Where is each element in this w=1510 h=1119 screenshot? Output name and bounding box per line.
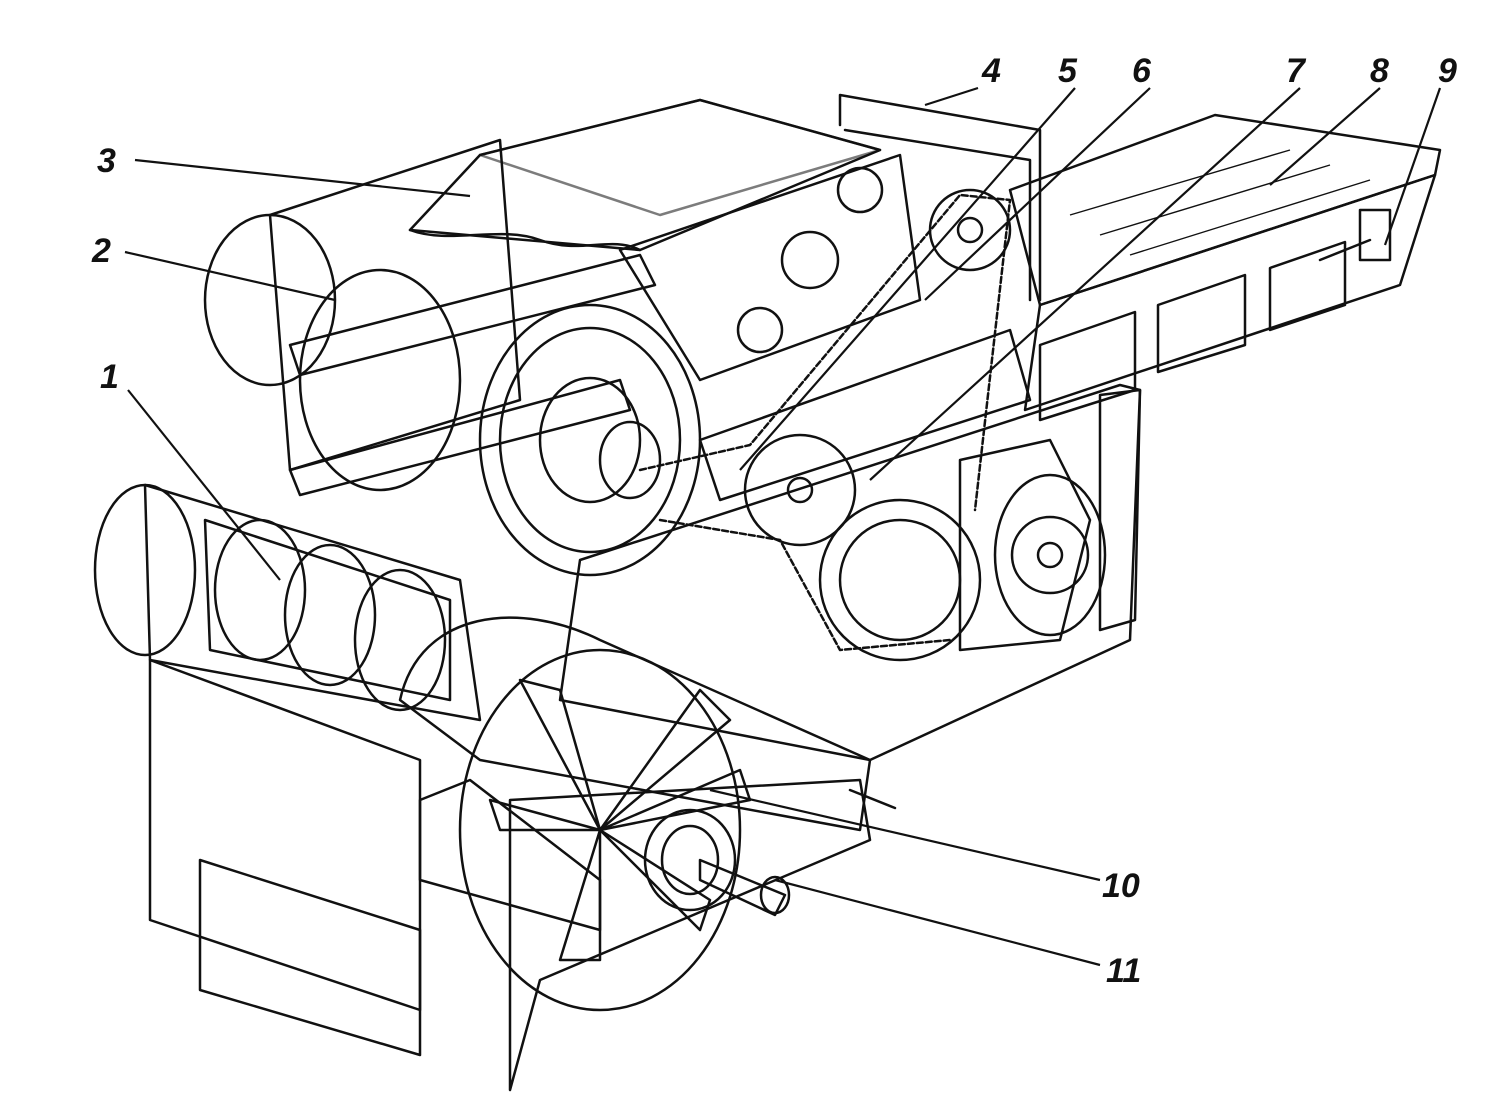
label-8: 8: [1370, 52, 1389, 90]
label-7: 7: [1286, 52, 1307, 90]
leader-5: [739, 87, 1076, 471]
label-11: 11: [1106, 952, 1141, 990]
callouts: 1 2 3 4 5 6 7 8 9 10 11: [91, 52, 1457, 990]
label-6: 6: [1132, 52, 1152, 90]
label-3: 3: [97, 142, 116, 180]
leader-1: [127, 389, 281, 581]
leader-8: [1269, 87, 1381, 186]
leader-11: [774, 878, 1101, 967]
leader-3: [134, 158, 471, 198]
label-1: 1: [100, 358, 119, 396]
leader-9: [1383, 87, 1442, 246]
label-5: 5: [1058, 52, 1078, 90]
lower-drum-housing: [93, 483, 482, 1057]
label-4: 4: [981, 52, 1001, 90]
handle-bar: [838, 93, 1042, 302]
leader-10: [709, 788, 1101, 882]
label-10: 10: [1102, 867, 1140, 905]
label-2: 2: [91, 232, 111, 270]
label-9: 9: [1438, 52, 1457, 90]
fan-shaft: [643, 808, 791, 917]
electric-motor: [958, 438, 1107, 652]
leader-2: [124, 250, 336, 302]
machine-frame: [558, 328, 1142, 762]
fan-housing: [398, 616, 897, 1092]
sprocket-assembly: [638, 188, 1012, 662]
fan-impeller: [488, 678, 752, 962]
conveyor-tensioner: [1318, 208, 1392, 262]
leader-4: [924, 86, 979, 107]
upper-drum: [203, 138, 657, 497]
spiked-drum: [618, 153, 922, 382]
leader-7: [869, 87, 1301, 481]
feed-conveyor: [1008, 113, 1442, 422]
conveyor-slats: [1069, 149, 1371, 256]
top-housing-cover: [408, 98, 882, 252]
conveyor-window: [1038, 240, 1347, 422]
drive-pulley: [478, 303, 702, 577]
leader-6: [924, 87, 1151, 301]
